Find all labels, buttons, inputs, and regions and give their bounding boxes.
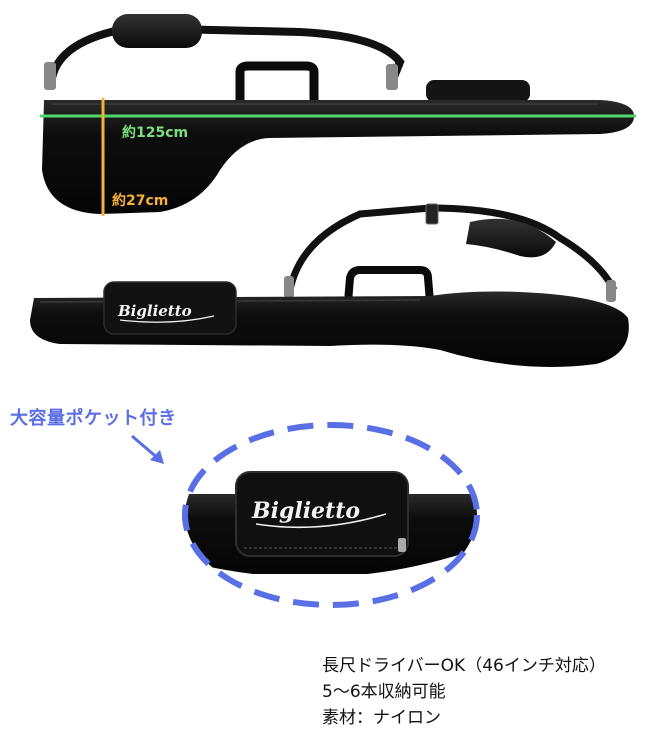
spec-line-material: 素材：ナイロン <box>322 708 441 728</box>
spec-line-capacity: 5～6本収納可能 <box>322 682 446 702</box>
pocket-arrow <box>131 434 164 464</box>
brand-swash-closeup <box>255 513 387 529</box>
brand-text-bottom: Biglietto <box>117 302 192 320</box>
strap-pad-bottom <box>466 218 556 258</box>
pocket-highlight-ring <box>182 422 480 608</box>
shoulder-strap-top <box>48 23 405 84</box>
buckle-bottom <box>425 203 439 225</box>
pocket-closeup: Biglietto <box>182 422 480 608</box>
clip-right-bottom <box>606 280 616 302</box>
pocket-annotation: 大容量ポケット付き <box>10 408 177 429</box>
shoulder-strap-bottom <box>286 204 618 292</box>
width-annotation: 約27cm <box>112 193 169 209</box>
handle-bottom <box>344 266 434 303</box>
closeup-pocket <box>235 471 409 557</box>
bag-top <box>40 14 636 216</box>
strap-pad-top <box>112 14 202 48</box>
clip-left-top <box>44 62 56 90</box>
spec-line-driver: 長尺ドライバーOK（46インチ対応） <box>322 656 606 676</box>
brand-swash-bottom <box>119 315 215 323</box>
pocket-bump-top <box>426 80 530 102</box>
clip-right-top <box>386 64 398 90</box>
handle-top <box>235 61 319 100</box>
clip-left-bottom <box>284 276 294 298</box>
length-annotation: 約125cm <box>122 125 189 141</box>
bag-bottom: Biglietto <box>30 203 629 367</box>
brand-text-closeup: Biglietto <box>251 498 360 524</box>
closeup-zip-pull <box>398 538 406 552</box>
bag-body-top <box>42 100 635 214</box>
